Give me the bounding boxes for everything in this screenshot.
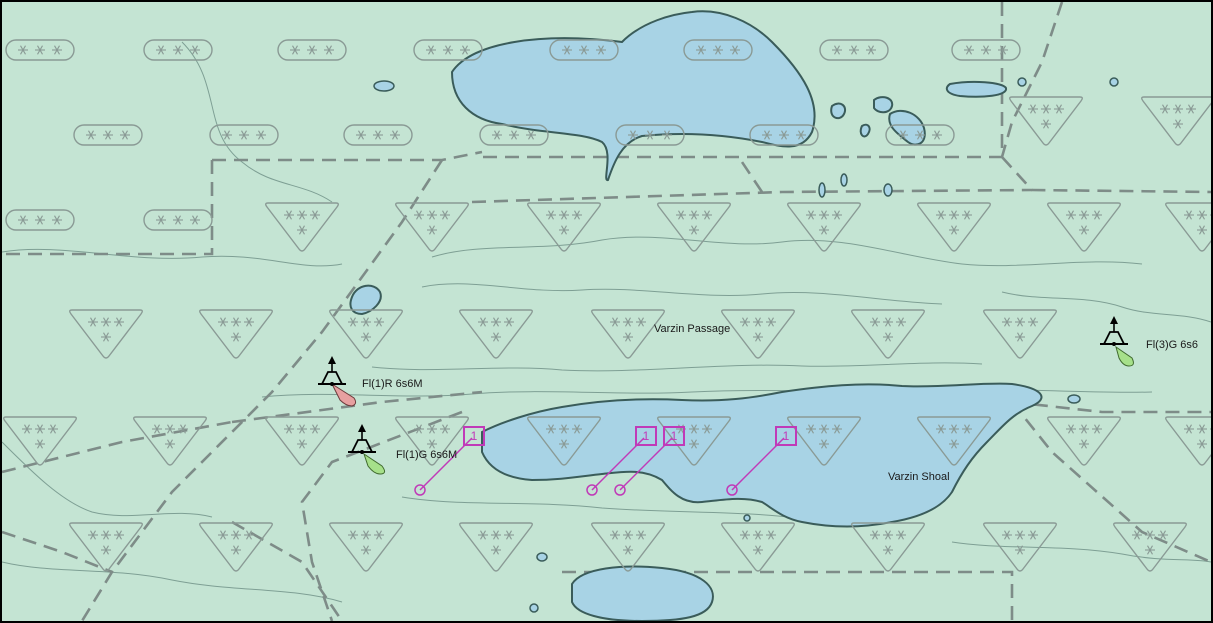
rocks — [373, 77, 1119, 613]
ais-aid-icon[interactable]: 1 — [586, 426, 657, 496]
ais-aid-icon[interactable]: 1 — [726, 426, 797, 496]
light-label-red-west: Fl(1)R 6s6M — [362, 378, 423, 390]
aids-to-navigation: 1 1 1 1 — [414, 426, 797, 496]
buoy-green-east[interactable]: Fl(3)G 6s6 — [1099, 315, 1198, 367]
north-east-islet-1 — [945, 80, 1007, 98]
aid-badge-label: 1 — [783, 429, 790, 443]
label-varzin-shoal: Varzin Shoal — [888, 471, 950, 483]
north-east-islet-4 — [830, 102, 846, 120]
ais-aid-icon[interactable]: 1 — [614, 426, 685, 496]
aid-badge-label: 1 — [471, 429, 478, 443]
label-varzin-passage: Varzin Passage — [654, 323, 730, 335]
buoy-red-west[interactable]: Fl(1)R 6s6M — [317, 355, 423, 407]
north-east-islet-3 — [888, 109, 926, 146]
north-east-islet-5 — [859, 123, 871, 138]
islands — [349, 10, 1043, 621]
depth-contours — [2, 41, 1211, 603]
north-east-islet-2 — [873, 96, 894, 114]
ais-aid-icon[interactable]: 1 — [414, 426, 485, 496]
south-island — [571, 565, 714, 621]
light-label-green-east: Fl(3)G 6s6 — [1146, 339, 1198, 351]
light-label-green-west: Fl(1)G 6s6M — [396, 449, 457, 461]
west-islet — [349, 284, 382, 316]
aid-badge-label: 1 — [643, 429, 650, 443]
north-island — [450, 10, 816, 182]
aid-badge-label: 1 — [671, 429, 678, 443]
varzin-shoal — [481, 382, 1043, 528]
buoy-green-west[interactable]: Fl(1)G 6s6M — [347, 423, 457, 475]
